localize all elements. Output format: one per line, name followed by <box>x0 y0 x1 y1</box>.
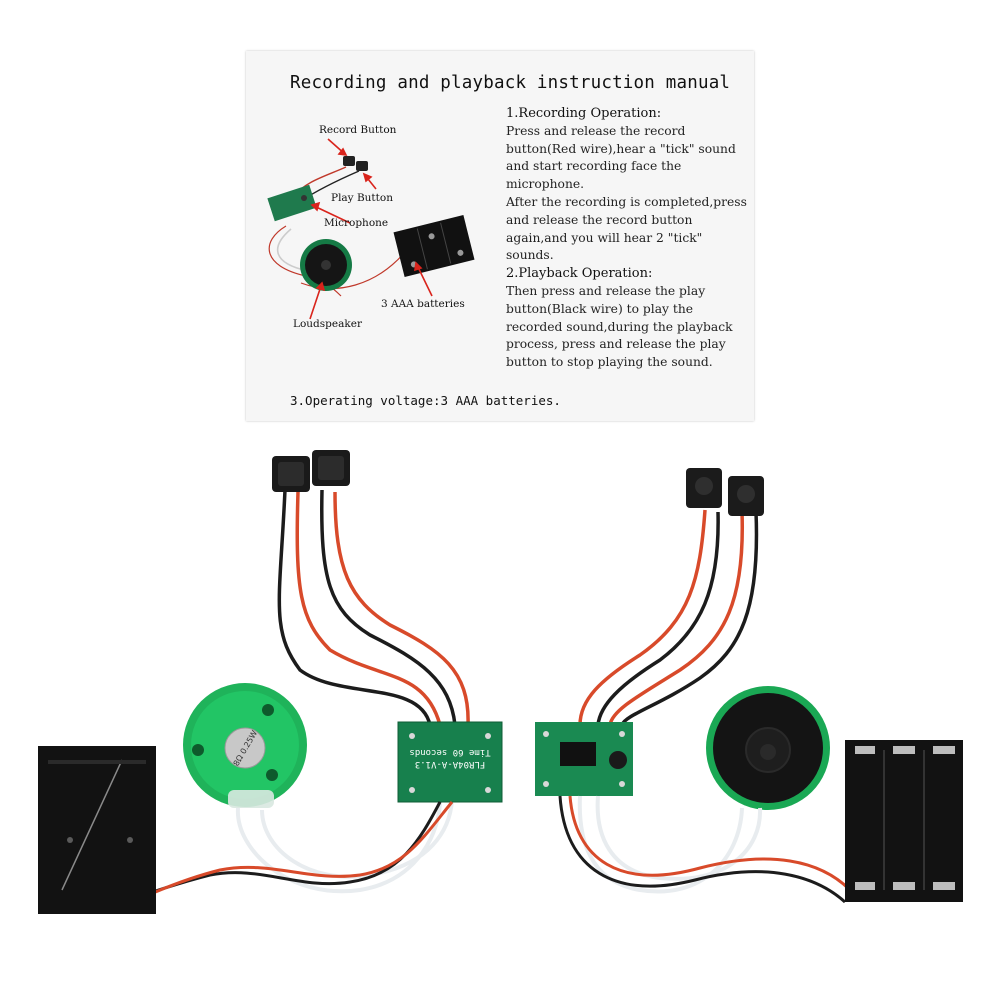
recording-paragraph-2: After the recording is completed,press a… <box>506 194 747 263</box>
label-play-button: Play Button <box>331 192 393 204</box>
left-speaker: 8Ω 0.25W <box>183 683 307 808</box>
module-diagram <box>267 138 475 320</box>
right-play-button <box>728 476 764 516</box>
label-batteries: 3 AAA batteries <box>381 298 465 310</box>
instruction-manual-card: Recording and playback instruction manua… <box>246 51 754 421</box>
board-label-model: FLR04A-A-V1.3 <box>415 759 485 769</box>
left-play-button <box>312 450 350 486</box>
right-circuit-board <box>535 722 633 796</box>
diagram-play-button <box>356 161 368 171</box>
label-loudspeaker: Loudspeaker <box>293 318 362 330</box>
recording-paragraph-1: Press and release the record button(Red … <box>506 123 736 192</box>
left-black-wire <box>277 489 432 726</box>
right-speaker <box>706 686 830 810</box>
manual-title: Recording and playback instruction manua… <box>290 73 731 93</box>
diagram-battery-holder <box>393 214 475 278</box>
playback-heading: 2.Playback Operation: <box>506 266 653 282</box>
recording-heading: 1.Recording Operation: <box>506 106 662 121</box>
label-record-button: Record Button <box>319 124 397 136</box>
left-record-button <box>272 456 310 492</box>
left-circuit-board: FLR04A-A-V1.3 Time 60 seconds <box>397 721 503 803</box>
left-battery-holder <box>38 746 156 914</box>
label-microphone: Microphone <box>324 217 389 229</box>
operating-voltage: 3.Operating voltage:3 AAA batteries. <box>290 393 561 408</box>
instruction-steps: 1.Recording Operation: Press and release… <box>506 105 750 372</box>
product-photo: 8Ω 0.25W FLR04A-A-V1.3 Time 60 seconds <box>38 450 963 914</box>
playback-paragraph-1: Then press and release the play button(B… <box>506 283 733 370</box>
diagram-record-button <box>343 156 355 166</box>
board-label-time: Time 60 seconds <box>409 747 490 757</box>
right-record-button <box>686 468 722 508</box>
left-red-wire <box>295 491 442 726</box>
right-battery-holder <box>845 740 963 902</box>
diagram-board <box>267 184 317 222</box>
